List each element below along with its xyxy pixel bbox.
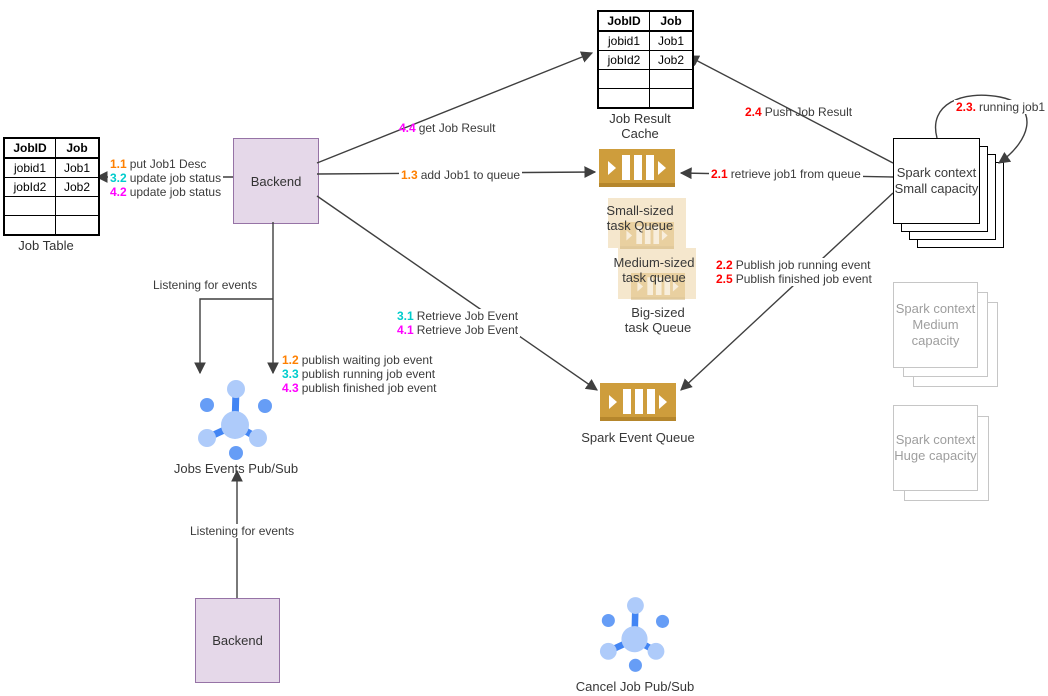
- cache-table-header-job: Job: [649, 10, 694, 32]
- backend-top-label: Backend: [250, 173, 302, 189]
- spark-event-queue-label: Spark Event Queue: [581, 430, 695, 445]
- edge-label-running-job: 2.3.running job1: [954, 100, 1048, 114]
- edge-label-listening-top: Listening for events: [153, 278, 258, 292]
- backend-node-bottom: Backend: [195, 598, 280, 683]
- job-table-header-job: Job: [55, 137, 100, 159]
- jobs-events-pubsub-icon: [197, 380, 273, 460]
- edge-label-listening-bottom: Listening for events: [188, 524, 297, 538]
- backend-node-top: Backend: [233, 138, 319, 224]
- small-task-queue-icon: [599, 149, 675, 187]
- job-table-header-jobid: JobID: [3, 137, 56, 159]
- cancel-job-pubsub-icon: [599, 597, 670, 672]
- table-row: [597, 69, 694, 89]
- backend-bottom-label: Backend: [212, 633, 263, 648]
- table-row: [3, 215, 100, 236]
- cancel-job-pubsub-label: Cancel Job Pub/Sub: [575, 679, 695, 694]
- table-row: [3, 196, 100, 216]
- job-table-caption: Job Table: [18, 238, 74, 253]
- spark-event-queue-icon: [600, 383, 676, 421]
- job-result-cache-caption: Job Result Cache: [609, 111, 671, 141]
- table-row: [597, 88, 694, 109]
- jobs-events-pubsub-label: Jobs Events Pub/Sub: [173, 461, 299, 476]
- cache-table-header-jobid: JobID: [597, 10, 650, 32]
